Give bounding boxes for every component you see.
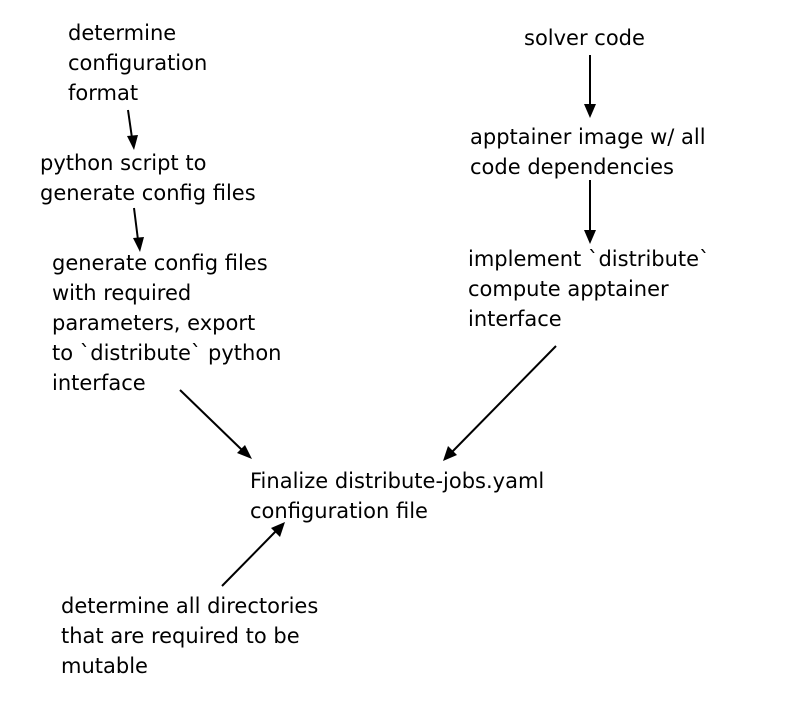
node-text-line: generate config files bbox=[52, 251, 268, 275]
node-solver-code: solver code bbox=[524, 23, 645, 53]
node-text-line: that are required to be bbox=[61, 624, 300, 648]
node-text-line: implement `distribute` bbox=[468, 247, 710, 271]
node-generate-configs: generate config files with required para… bbox=[52, 248, 282, 398]
node-text-line: format bbox=[68, 81, 139, 105]
node-text-line: apptainer image w/ all bbox=[470, 125, 706, 149]
node-text-line: determine all directories bbox=[61, 594, 319, 618]
arrow-mutable-to-finalize bbox=[221, 522, 285, 587]
node-determine-format: determine configuration format bbox=[68, 18, 207, 108]
node-text-line: solver code bbox=[524, 26, 645, 50]
node-text-line: determine bbox=[68, 21, 177, 45]
node-text-line: to `distribute` python bbox=[52, 341, 282, 365]
node-text-line: python script to bbox=[40, 151, 207, 175]
node-text-line: configuration bbox=[68, 51, 208, 75]
node-finalize-yaml: Finalize distribute-jobs.yaml configurat… bbox=[250, 466, 544, 526]
node-text-line: parameters, export bbox=[52, 311, 256, 335]
arrow-script-to-generate bbox=[133, 207, 144, 252]
node-text-line: generate config files bbox=[40, 181, 256, 205]
node-implement-distribute: implement `distribute` compute apptainer… bbox=[468, 244, 710, 334]
node-python-script: python script to generate config files bbox=[40, 148, 256, 208]
node-text-line: with required bbox=[52, 281, 192, 305]
node-text-line: mutable bbox=[61, 654, 148, 678]
arrow-generate-to-finalize bbox=[179, 389, 252, 459]
node-text-line: interface bbox=[468, 307, 562, 331]
arrow-format-to-script bbox=[127, 109, 138, 150]
node-text-line: compute apptainer bbox=[468, 277, 669, 301]
node-text-line: code dependencies bbox=[470, 155, 674, 179]
node-apptainer-image: apptainer image w/ all code dependencies bbox=[470, 122, 706, 182]
node-text-line: configuration file bbox=[250, 499, 428, 523]
node-text-line: Finalize distribute-jobs.yaml bbox=[250, 469, 545, 493]
node-mutable-dirs: determine all directories that are requi… bbox=[61, 591, 318, 681]
arrow-apptainer-to-implement bbox=[584, 180, 596, 244]
arrow-solver-to-apptainer bbox=[584, 55, 596, 118]
node-text-line: interface bbox=[52, 371, 146, 395]
arrow-implement-to-finalize bbox=[443, 345, 557, 461]
